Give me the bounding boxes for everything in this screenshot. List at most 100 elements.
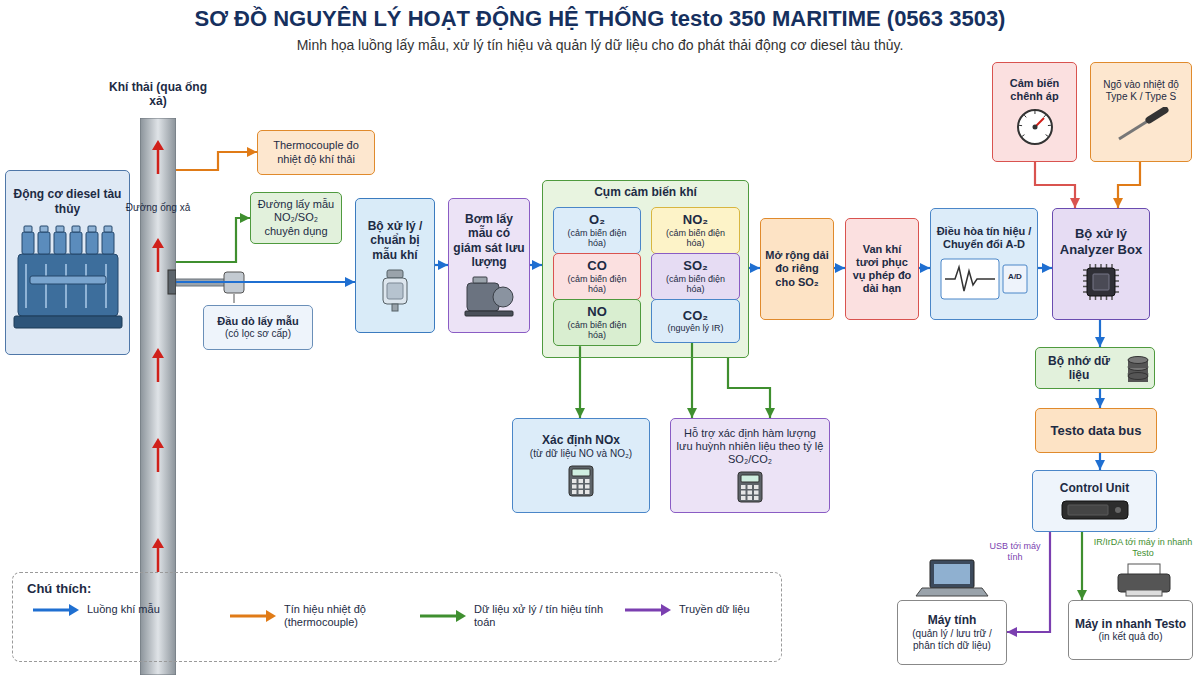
calc-icon — [736, 470, 764, 504]
connector — [435, 264, 448, 266]
node-title: Bộ xử lý / chuẩn bị mẫu khí — [360, 219, 430, 262]
node-title: NO — [587, 304, 607, 320]
calc-icon — [567, 464, 595, 498]
input-box: Cảm biến chênh áp — [992, 62, 1077, 162]
node-title: Van khí tươi phục vụ phép đo dài hạn — [850, 243, 914, 296]
node-title: O₂ — [589, 212, 605, 228]
connector — [1099, 389, 1101, 408]
process-box: Bơm lấy mẫu có giám sát lưu lượng — [448, 198, 530, 333]
node-title: Xác định NOx — [542, 433, 620, 447]
legend-item: Truyền dữ liệu — [623, 603, 789, 617]
title: SƠ ĐỒ NGUYÊN LÝ HOẠT ĐỘNG HỆ THỐNG testo… — [0, 6, 1200, 32]
connector — [579, 346, 581, 418]
legend-item: Tín hiệu nhiệt độ (thermocouple) — [228, 603, 404, 629]
caption: Minh họa luồng lấy mẫu, xử lý tín hiệu v… — [0, 37, 1200, 53]
node-title: Máy in nhanh Testo — [1075, 617, 1186, 631]
control-box: Control Unit — [1032, 470, 1157, 532]
device-icon — [1060, 499, 1130, 521]
calc-box: Xác định NOx(từ dữ liệu NO và NO₂) — [512, 418, 650, 513]
sensor-box: NO(cảm biến điện hóa) — [553, 299, 641, 346]
node-subtitle: (cảm biến điện hóa) — [558, 320, 636, 342]
node-subtitle: Đường ống xả — [110, 202, 206, 214]
node-subtitle: (in kết quả đo) — [1099, 631, 1163, 643]
connector — [176, 281, 355, 283]
pipe-icon — [140, 118, 176, 675]
node-title: Đầu dò lấy mẫu — [217, 315, 298, 328]
legend-arrow — [228, 609, 278, 623]
process-box: Van khí tươi phục vụ phép đo dài hạn — [845, 218, 919, 320]
connector — [1118, 162, 1140, 208]
output-box: Máy tính(quản lý / lưu trữ / phân tích d… — [897, 600, 1007, 665]
legend-arrow — [31, 603, 81, 617]
edge-label: USB tới máy tính — [985, 540, 1045, 564]
connector — [1099, 320, 1101, 347]
pump-icon — [461, 273, 517, 319]
legend-arrow — [623, 603, 673, 617]
probe-label-box: Đầu dò lấy mẫu(có lọc sơ cấp) — [203, 305, 313, 350]
node-subtitle: (nguyên lý IR) — [667, 323, 723, 334]
leader-line — [234, 294, 235, 303]
legend-heading: Chú thích: — [27, 581, 91, 596]
node-title: Bộ xử lý Analyzer Box — [1057, 226, 1145, 257]
sensor-box: CO₂(nguyên lý IR) — [651, 299, 740, 343]
legend-box: Chú thích: Luồng khí mẫu Tín hiệu nhiệt độ… — [12, 572, 782, 662]
connector — [530, 264, 542, 266]
legend-text: Truyền dữ liệu — [679, 603, 789, 616]
sample-line-box: Đường lấy mẫu NO₂/SO₂ chuyên dụng — [250, 192, 342, 244]
connector — [1099, 453, 1101, 470]
sensor-box: NO₂(cảm biến điện hóa) — [651, 207, 740, 254]
bus-box: Testo data bus — [1035, 408, 1157, 453]
process-box: Điều hòa tín hiệu / Chuyển đổi A-D A/D — [930, 208, 1038, 320]
db-icon — [1126, 354, 1150, 382]
filter-icon — [375, 266, 415, 312]
chip-icon — [1079, 262, 1123, 302]
legend-arrow — [418, 609, 468, 623]
engine-icon — [12, 220, 124, 338]
connector — [834, 267, 845, 269]
edge-label: IR/IrDA tới máy in nhanh Testo — [1090, 536, 1196, 560]
node-subtitle: (cảm biến điện hóa) — [656, 274, 735, 296]
node-title: Mở rộng dải đo riêng cho SO₂ — [765, 249, 829, 289]
connector — [1035, 162, 1075, 208]
node-title: Khí thải (qua ống xả) — [108, 80, 208, 109]
connector — [1081, 532, 1083, 600]
connector — [176, 218, 250, 262]
node-title: Cảm biến chênh áp — [997, 77, 1072, 103]
node-title: Động cơ diesel tàu thủy — [10, 187, 125, 216]
node-title: Điều hòa tín hiệu / Chuyển đổi A-D — [935, 225, 1033, 251]
legend-item: Luồng khí mẫu — [31, 603, 187, 617]
sensor-box: Thermocouple đo nhiệt độ khí thải — [257, 130, 375, 175]
output-box: Máy in nhanh Testo(in kết quả đo) — [1068, 600, 1193, 660]
input-box: Ngõ vào nhiệt độ Type K / Type S — [1090, 62, 1192, 162]
node-title: Máy tính — [928, 613, 977, 627]
legend-text: Tín hiệu nhiệt độ (thermocouple) — [284, 603, 404, 629]
sensor-cluster: Cụm cảm biến khíO₂(cảm biến điện hóa)NO₂… — [542, 180, 749, 358]
tprobe-icon — [1111, 107, 1171, 145]
ad-label: A/D — [1003, 272, 1027, 282]
legend-text: Luồng khí mẫu — [87, 603, 187, 616]
node-subtitle: (cảm biến điện hóa) — [656, 228, 735, 250]
node-title: CO — [587, 258, 607, 274]
node-title: Bơm lấy mẫu có giám sát lưu lượng — [453, 212, 525, 270]
processor-box: Bộ xử lý Analyzer Box — [1052, 208, 1150, 320]
engine-box: Động cơ diesel tàu thủy — [5, 170, 130, 355]
process-box: Mở rộng dải đo riêng cho SO₂ — [760, 218, 834, 320]
sensor-box: CO(cảm biến điện hóa) — [553, 253, 641, 300]
node-title: SO₂ — [683, 258, 708, 274]
memory-box: Bộ nhớ dữ liệu — [1035, 347, 1155, 389]
connector — [728, 358, 770, 418]
printer-icon — [1118, 564, 1170, 596]
calc-box: Hỗ trợ xác định hàm lượng lưu huỳnh nhiê… — [670, 418, 830, 513]
node-title: Ngõ vào nhiệt độ Type K / Type S — [1095, 79, 1187, 103]
node-title: Thermocouple đo nhiệt độ khí thải — [262, 139, 370, 165]
gauge-icon — [1015, 107, 1055, 147]
connector — [691, 343, 693, 418]
node-title: CO₂ — [683, 308, 708, 324]
node-title: Testo data bus — [1051, 423, 1142, 439]
connector — [176, 152, 257, 170]
node-subtitle: (quản lý / lưu trữ / phân tích dữ liệu) — [902, 628, 1002, 652]
node-title: Đường lấy mẫu NO₂/SO₂ chuyên dụng — [255, 198, 337, 238]
node-title: NO₂ — [683, 212, 708, 228]
sensor-box: O₂(cảm biến điện hóa) — [553, 207, 641, 254]
node-subtitle: (cảm biến điện hóa) — [558, 274, 636, 296]
